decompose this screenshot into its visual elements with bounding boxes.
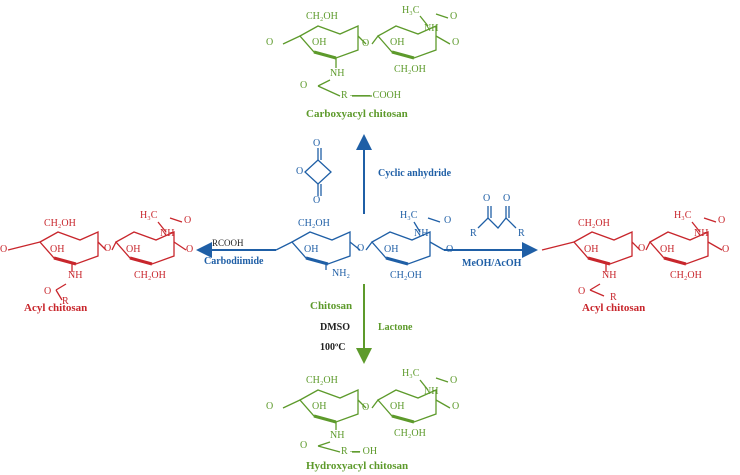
atom-label-oh: OH <box>304 244 319 255</box>
atom-label-o: O <box>300 440 308 451</box>
temperature-label: 100ºC <box>320 342 346 353</box>
atom-label-r: R <box>62 296 69 307</box>
acyl-chitosan-right-label: Acyl chitosan <box>582 302 646 314</box>
dmso-label: DMSO <box>320 322 350 333</box>
atom-label-nh: NH <box>160 228 175 239</box>
atom-label-o: O <box>638 243 646 254</box>
atom-label-oh: OH <box>390 401 405 412</box>
atom-label-ch2oh: CH₂OH <box>670 270 702 281</box>
atom-label-o: O <box>362 402 370 413</box>
atom-label-oh: OH <box>660 244 675 255</box>
atom-label-oh: OH <box>584 244 599 255</box>
carboxyacyl-chitosan-label: Carboxyacyl chitosan <box>306 108 408 120</box>
atom-label-h3c: H₃C <box>400 210 418 221</box>
atom-label-o: O <box>104 243 112 254</box>
atom-label-oh: OH <box>390 37 405 48</box>
atom-label-ch2oh: CH₂OH <box>390 270 422 281</box>
atom-label-h3c: H₃C <box>402 5 420 16</box>
atom-label-oh: OH <box>384 244 399 255</box>
carbodiimide-label: Carbodiimide <box>204 256 264 267</box>
atom-label-nh: NH <box>694 228 709 239</box>
atom-label-nh: NH <box>330 430 345 441</box>
hydroxyacyl-chitosan-label: Hydroxyacyl chitosan <box>306 460 409 472</box>
chitosan-structure <box>275 217 445 270</box>
atom-label-o: O <box>450 11 458 22</box>
carboxyacyl-structure <box>282 13 451 97</box>
atom-label-o: O <box>452 37 460 48</box>
atom-label-o: O <box>357 243 365 254</box>
atom-label-ch2oh: CH₂OH <box>44 218 76 229</box>
atom-label-o: O <box>450 375 458 386</box>
atom-label-nh: NH <box>68 270 83 281</box>
atom-label-r-oh: R — OH <box>341 446 378 457</box>
lactone-label: Lactone <box>378 322 413 333</box>
atom-label-o: O <box>578 286 586 297</box>
atom-label-o: O <box>722 244 730 255</box>
atom-label-r-cooh: R —— COOH <box>341 90 402 101</box>
atom-label-o: O <box>452 401 460 412</box>
atom-label-o: O <box>0 244 8 255</box>
atom-label-oh: OH <box>50 244 65 255</box>
cyclic-anhydride-structure <box>304 148 332 196</box>
meoh-acoh-label: MeOH/AcOH <box>462 258 522 269</box>
atom-label-nh2: NH₂ <box>332 268 350 279</box>
atom-label-o: O <box>718 215 726 226</box>
atom-label-nh: NH <box>424 386 439 397</box>
cyclic-anhydride-label: Cyclic anhydride <box>378 168 452 179</box>
atom-label-h3c: H₃C <box>674 210 692 221</box>
atom-label-o: O <box>44 286 52 297</box>
atom-label-nh: NH <box>330 68 345 79</box>
atom-label-o: O <box>300 80 308 91</box>
atom-label-ch2oh: CH₂OH <box>394 64 426 75</box>
atom-label-ch2oh: CH₂OH <box>306 375 338 386</box>
acyl-left-structure <box>7 217 187 301</box>
atom-label-o: O <box>483 193 491 204</box>
acyl-right-structure <box>541 217 723 297</box>
atom-label-h3c: H₃C <box>140 210 158 221</box>
atom-label-o: O <box>313 138 321 149</box>
atom-label-o: O <box>266 37 274 48</box>
atom-label-o: O <box>184 215 192 226</box>
atom-label-oh: OH <box>312 37 327 48</box>
atom-label-o: O <box>186 244 194 255</box>
atom-label-o: O <box>296 166 304 177</box>
atom-label-o: O <box>313 195 321 206</box>
atom-label-oh: OH <box>126 244 141 255</box>
atom-label-ch2oh: CH₂OH <box>578 218 610 229</box>
atom-label-o: O <box>444 215 452 226</box>
atom-label-nh: NH <box>414 228 429 239</box>
atom-label-nh: NH <box>602 270 617 281</box>
atom-label-o: O <box>503 193 511 204</box>
rcooh-label: RCOOH <box>212 238 244 248</box>
atom-label-o: O <box>446 244 454 255</box>
atom-label-o: O <box>362 38 370 49</box>
atom-label-nh: NH <box>424 23 439 34</box>
atom-label-r: R <box>470 228 477 239</box>
chitosan-label: Chitosan <box>310 300 353 312</box>
atom-label-h3c: H₃C <box>402 368 420 379</box>
atom-label-o: O <box>266 401 274 412</box>
atom-label-r: R <box>610 292 617 303</box>
atom-label-ch2oh: CH₂OH <box>298 218 330 229</box>
hydroxyacyl-structure <box>282 377 451 453</box>
atom-label-ch2oh: CH₂OH <box>394 428 426 439</box>
acyl-chitosan-left-label: Acyl chitosan <box>24 302 88 314</box>
atom-label-r: R <box>518 228 525 239</box>
atom-label-oh: OH <box>312 401 327 412</box>
atom-label-ch2oh: CH₂OH <box>134 270 166 281</box>
atom-label-ch2oh: CH₂OH <box>306 11 338 22</box>
diketone-structure <box>477 206 517 229</box>
